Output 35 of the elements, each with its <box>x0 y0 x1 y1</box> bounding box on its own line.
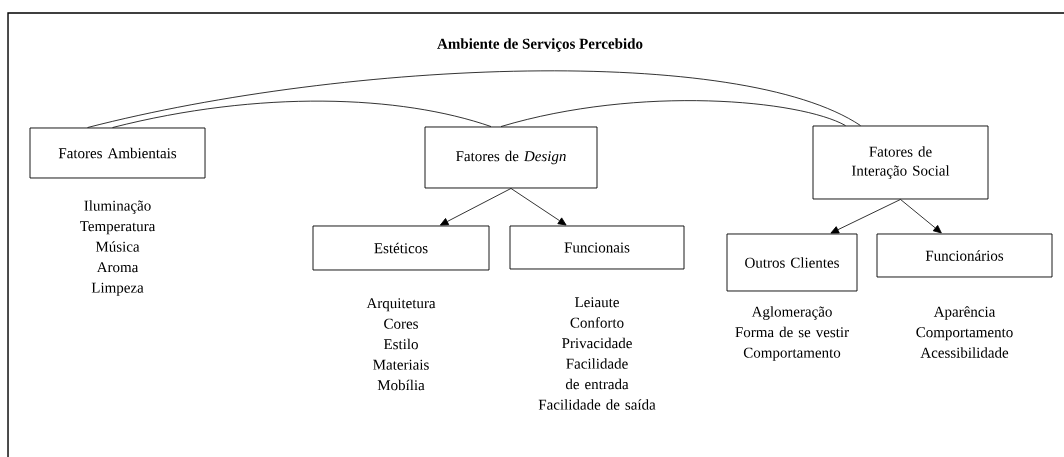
node-label: Materiais <box>373 359 429 370</box>
item-list: Aparência Comportamento Acessibilidade <box>916 306 1013 358</box>
node-label: Facilidade de saída <box>538 399 656 410</box>
node-label: Iluminação <box>84 200 151 214</box>
connector-curve <box>500 100 846 127</box>
node-label: Estilo <box>383 338 418 350</box>
node-label: Cores <box>384 318 418 329</box>
factor-box: Outros Clientes <box>726 233 858 292</box>
arrow <box>510 188 567 226</box>
item-list: Leiaute Conforto Privacidade Facilidade de entrada Facilidade de saída <box>538 297 656 410</box>
item-list: Aglomeração Forma de se vestir Comportamento <box>735 306 849 361</box>
node-label: Música <box>95 241 140 252</box>
factor-box: Funcionais <box>509 225 685 270</box>
node-label: Facilidade de entrada <box>565 358 629 390</box>
diagram-title: Ambiente de Serviços Percebido <box>437 38 643 52</box>
node-label: Arquitetura <box>366 298 436 312</box>
node-label: Conforto <box>570 317 624 328</box>
arrow <box>440 188 512 226</box>
node-label: Leiaute <box>574 297 619 308</box>
factor-box: Funcionários <box>876 233 1053 278</box>
factor-box: Fatores de Interação Social <box>812 125 989 200</box>
factor-box: Fatores de Design <box>424 126 598 189</box>
connector-curve <box>112 100 492 128</box>
node-label: Temperatura <box>80 221 156 235</box>
factor-box: Fatores Ambientais <box>29 127 206 179</box>
factor-box: Estéticos <box>312 225 490 271</box>
item-list: Iluminação Temperatura Música Aroma Limpeza <box>80 200 156 296</box>
item-list: Arquitetura Cores Estilo Materiais Mobília <box>366 298 436 391</box>
arrow <box>900 199 942 234</box>
node-label: Limpeza <box>91 282 144 296</box>
arrow <box>830 199 901 234</box>
connector-curve <box>87 70 861 128</box>
node-label: Aroma <box>96 262 139 273</box>
node-label: Mobília <box>377 379 425 391</box>
node-label: Privacidade <box>562 337 632 349</box>
